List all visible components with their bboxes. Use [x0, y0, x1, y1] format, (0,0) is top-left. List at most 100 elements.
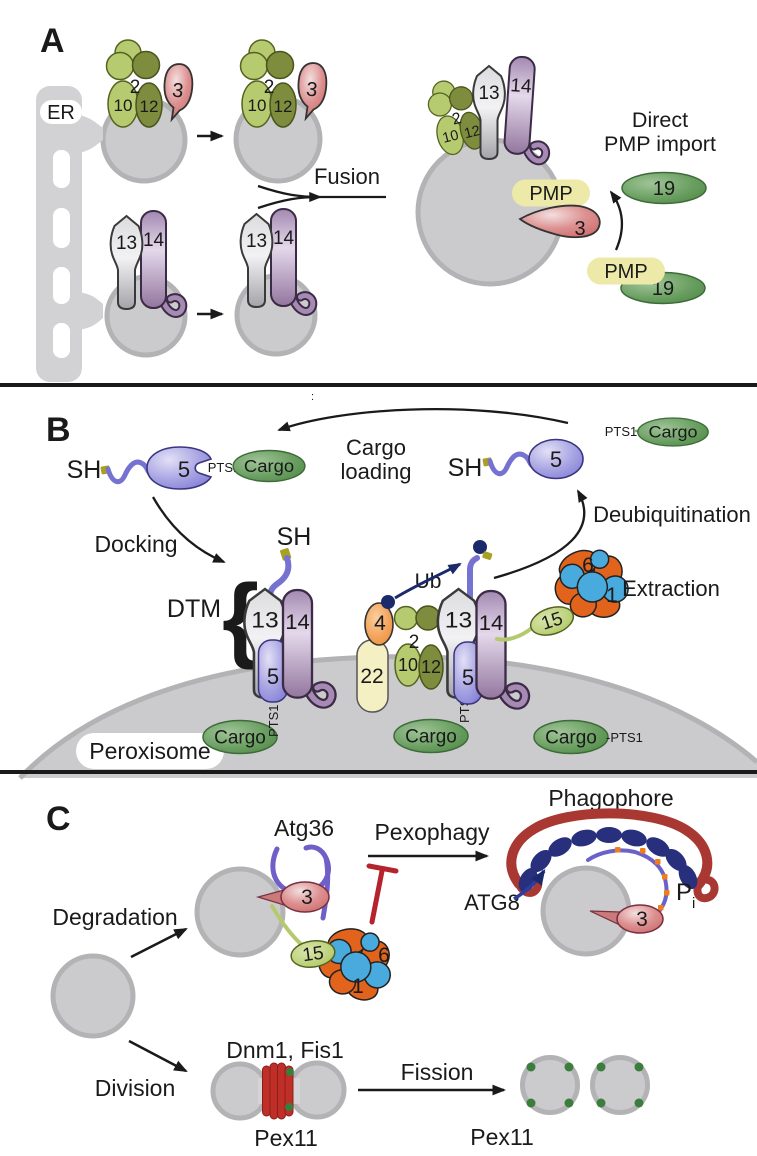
sh-label-1: SH [67, 456, 102, 484]
pex12-protein [418, 644, 444, 690]
pex15-tail [495, 625, 535, 642]
receptor-cargo-complex: SH 5 PTS1 [67, 446, 306, 490]
panel-b: B SH 5 PTS1 Cargo loading SH 5 PTS1 Dock… [18, 408, 757, 780]
pex12-label: 12 [421, 657, 441, 677]
pexophagy-label: Pexophagy [374, 819, 490, 845]
pex5-label: 5 [178, 457, 190, 482]
ubiquitin-icon [381, 595, 395, 609]
extraction-label: Extraction [622, 576, 720, 601]
arrow-deubiquitination [493, 489, 588, 580]
fission-label: Fission [401, 1059, 474, 1085]
panel-c: C Degradation Atg36 3 6 1 Pexophagy Phag… [46, 785, 719, 1151]
sh-label-2: SH [448, 454, 483, 482]
pex3-protein [616, 904, 664, 934]
pex4-label: 4 [374, 612, 386, 635]
cargo-loading-line1: Cargo [346, 435, 406, 460]
pex12-dome [415, 605, 441, 631]
er-stalk-top [78, 115, 103, 153]
pex11-dot [285, 1103, 293, 1111]
released-cargo: PTS1 [605, 417, 709, 447]
panel-a: A ER Fusion Direct PMP import 3 [36, 22, 716, 382]
pex2-label: 2 [409, 632, 420, 653]
arrow-degradation [130, 927, 188, 959]
panel-b-label: B [46, 411, 71, 449]
pex3-membrane [518, 204, 601, 239]
er-stalk-bottom [78, 292, 103, 330]
atg36-label: Atg36 [274, 815, 334, 841]
pex1-label: 1 [606, 584, 618, 607]
docking-label: Docking [94, 531, 177, 557]
phagophore-membrane [506, 808, 713, 889]
pex2-dome [393, 605, 419, 631]
atg8-oval-row [518, 827, 698, 893]
pex1-label: 1 [352, 975, 364, 998]
inhibition-tbar [366, 863, 399, 925]
peroxisome-tagged [194, 866, 286, 958]
cargo-loading-line2: loading [341, 459, 412, 484]
ring-complex: 4 22 2 10 12 [356, 595, 444, 713]
phagophore-label: Phagophore [548, 785, 673, 811]
atg8-label: ATG8 [464, 890, 520, 915]
fusion-label: Fusion [314, 164, 380, 189]
pex22-label: 22 [360, 665, 383, 688]
pex5-label: 5 [550, 447, 562, 472]
pex3-protein [280, 881, 330, 913]
arrow-atg8 [513, 869, 546, 901]
pex5-receptor [528, 438, 584, 480]
pts1-label-1: PTS1 [208, 460, 241, 475]
divider-a-b [0, 383, 757, 387]
ubiquitin-icon [473, 540, 487, 554]
panel-c-label: C [46, 800, 71, 838]
pex3-membrane-label: 3 [574, 218, 585, 240]
pts1-label-2: PTS1 [605, 424, 638, 439]
pex5-label: 5 [462, 665, 474, 690]
er-label: ER [47, 102, 75, 124]
er-label-pill [40, 100, 82, 124]
sh-label-3: SH [277, 523, 312, 551]
pex11-dot [286, 1068, 294, 1076]
panel-a-label: A [40, 22, 65, 60]
fission-products [520, 1055, 650, 1115]
dnm1-fis1-label: Dnm1, Fis1 [226, 1037, 344, 1063]
pex11-label-2: Pex11 [470, 1124, 534, 1150]
divider-b-c [0, 770, 757, 774]
deubiquitination-label: Deubiquitination [593, 502, 751, 527]
phosphate-dots [615, 847, 670, 911]
peroxisome-engulfed [540, 865, 632, 957]
dtm-label: DTM [167, 595, 221, 623]
er-membrane [36, 86, 82, 382]
pex5-tail-exported [467, 555, 480, 648]
pex5-label: 5 [267, 664, 279, 689]
peroxisome-label: Peroxisome [89, 738, 210, 764]
atg36-curve [270, 844, 331, 921]
artifact-colon: : [311, 391, 314, 403]
arrow-fusion [257, 184, 386, 210]
phagophore-curl-right [693, 876, 719, 903]
pex3-label: 3 [301, 886, 313, 909]
peroxisome-label-pill [76, 733, 224, 769]
pex4-protein [364, 602, 394, 646]
pex11-dots [526, 1062, 644, 1108]
peroxisome-start [50, 953, 136, 1039]
arrow-pmp-release [609, 190, 624, 251]
arrow-ubiquitination [394, 562, 462, 600]
pex5-receptor [146, 446, 213, 490]
direct-import-line1: Direct [632, 108, 688, 132]
pex10-label: 10 [398, 655, 418, 675]
free-receptor: SH 5 [448, 438, 584, 482]
degradation-label: Degradation [52, 904, 177, 930]
dtm-complex-1: SH 5 [243, 523, 331, 704]
dtm-complex-2: 5 [436, 540, 525, 705]
dnm1-coil [262, 1062, 294, 1120]
pts1-suffix-label: -PTS1 [606, 730, 643, 745]
pi-base-label: P [676, 879, 692, 906]
direct-import-line2: PMP import [604, 132, 716, 156]
pts1-vertical-1: PTS1 [266, 704, 281, 737]
sh-tag-icon [482, 551, 493, 560]
arrow-cargo-loading [277, 408, 569, 432]
pex11-label-1: Pex11 [254, 1125, 318, 1151]
dividing-peroxisome [210, 1060, 347, 1121]
pex3-label: 3 [636, 908, 648, 931]
